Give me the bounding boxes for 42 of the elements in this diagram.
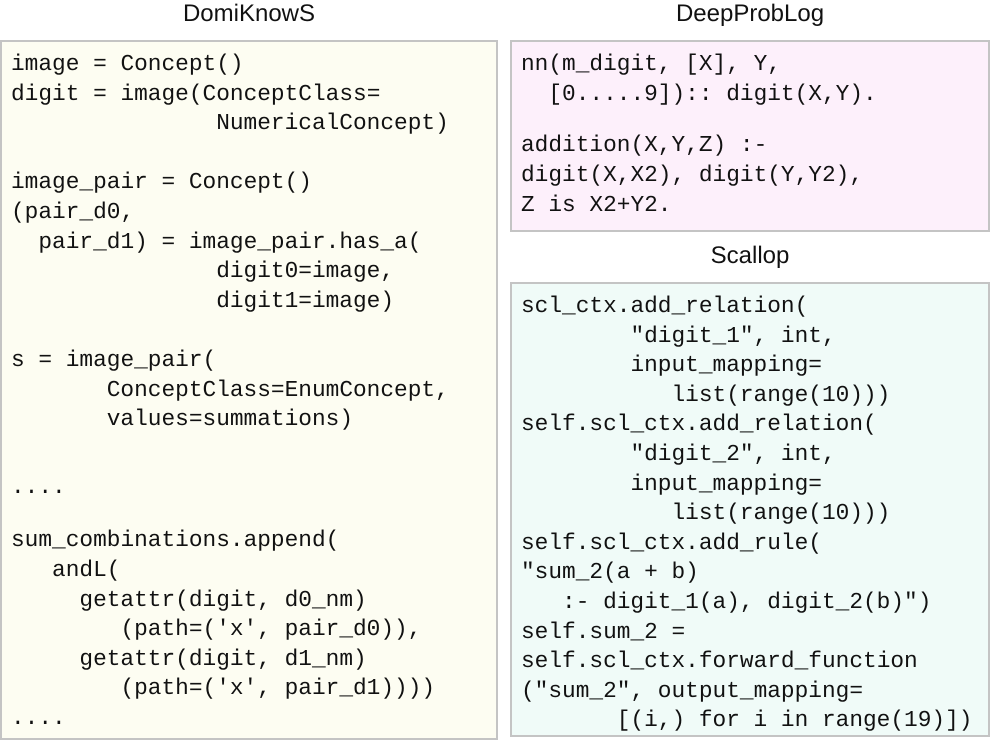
code-line: (path=('x', pair_d1))))	[120, 674, 436, 704]
code-line: digit = image(ConceptClass=	[11, 80, 380, 109]
code-line: values=summations)	[106, 405, 353, 434]
code-line: [0.....9]):: digit(X,Y).	[548, 80, 877, 109]
code-line: digit1=image)	[216, 286, 394, 316]
code-line: getattr(digit, d0_nm)	[79, 586, 367, 615]
code-line: image_pair = Concept()	[11, 168, 312, 198]
code-line: ....	[11, 473, 66, 502]
panel-title: DomiKnowS	[182, 0, 316, 28]
code-line: andL(	[52, 556, 120, 586]
code-line: input_mapping=	[630, 470, 822, 499]
code-line: addition(X,Y,Z) :-	[521, 131, 768, 160]
code-line: input_mapping=	[630, 351, 822, 380]
code-line: ....	[11, 704, 66, 734]
code-line: self.sum_2 =	[521, 618, 686, 647]
code-line: "digit_1", int,	[630, 322, 836, 351]
code-line: list(range(10)))	[671, 499, 890, 528]
code-line: (path=('x', pair_d0)),	[120, 615, 422, 644]
code-line: [(i,) for i in range(19)])	[616, 706, 972, 736]
code-line: NumericalConcept)	[216, 109, 449, 138]
code-line: list(range(10)))	[671, 380, 890, 410]
code-line: sum_combinations.append(	[11, 526, 340, 556]
code-line: "sum_2(a + b)	[521, 558, 699, 588]
code-line: :- digit_1(a), digit_2(b)")	[562, 588, 932, 617]
code-line: self.scl_ctx.add_rule(	[521, 528, 822, 558]
code-line: "digit_2", int,	[630, 440, 836, 469]
code-line: pair_d1) = image_pair.has_a(	[38, 228, 422, 257]
code-line: image = Concept()	[11, 50, 244, 79]
code-line: self.scl_ctx.forward_function	[521, 647, 918, 676]
code-line: scl_ctx.add_relation(	[521, 292, 808, 321]
code-line: ("sum_2", output_mapping=	[521, 676, 864, 706]
panel-title: DeepProbLog	[676, 0, 824, 28]
code-line: ConceptClass=EnumConcept,	[106, 376, 449, 405]
code-line: digit(X,X2), digit(Y,Y2),	[521, 160, 864, 190]
code-line: nn(m_digit, [X], Y,	[521, 50, 781, 79]
panel-title: Scallop	[710, 242, 790, 270]
code-line: getattr(digit, d1_nm)	[79, 644, 367, 674]
code-line: digit0=image,	[216, 257, 394, 286]
code-line: s = image_pair(	[11, 346, 216, 375]
code-line: self.scl_ctx.add_relation(	[521, 410, 877, 440]
code-line: Z is X2+Y2.	[521, 190, 672, 220]
code-line: (pair_d0,	[11, 198, 134, 227]
